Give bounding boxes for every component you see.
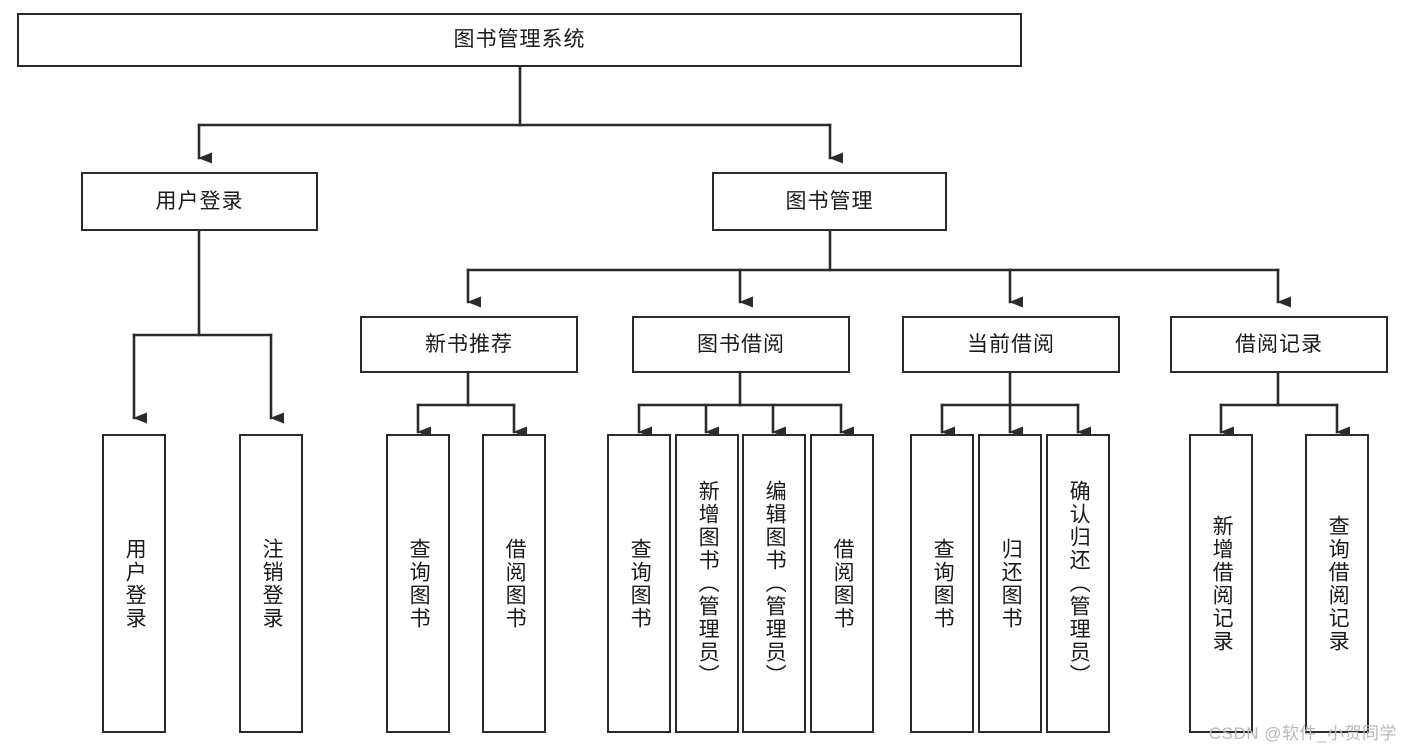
node-leaf-user-login-label: 用户登录 <box>123 537 147 630</box>
node-root-label: 图书管理系统 <box>453 28 586 52</box>
node-current-borrow-label: 当前借阅 <box>967 332 1055 356</box>
node-book-borrow-label: 图书借阅 <box>697 332 785 356</box>
watermark-text: CSDN @软件_小贺同学 <box>1208 724 1397 743</box>
node-leaf-edit-book[interactable]: 编辑图书（管理员） <box>742 434 806 733</box>
node-borrow-record-label: 借阅记录 <box>1235 332 1323 356</box>
node-leaf-add-record-label: 新增借阅记录 <box>1210 514 1234 653</box>
node-leaf-confirm-return-label: 确认归还（管理员） <box>1067 480 1091 687</box>
node-leaf-query-book-3[interactable]: 查询图书 <box>910 434 974 733</box>
node-root[interactable]: 图书管理系统 <box>17 13 1022 67</box>
node-leaf-logout-label: 注销登录 <box>260 537 284 630</box>
node-leaf-query-book-1[interactable]: 查询图书 <box>386 434 450 733</box>
node-leaf-logout[interactable]: 注销登录 <box>239 434 303 733</box>
node-leaf-add-record[interactable]: 新增借阅记录 <box>1189 434 1253 733</box>
node-leaf-borrow-book-2[interactable]: 借阅图书 <box>810 434 874 733</box>
node-book-manage[interactable]: 图书管理 <box>712 172 947 231</box>
node-leaf-return-book-label: 归还图书 <box>999 537 1023 630</box>
node-leaf-add-book[interactable]: 新增图书（管理员） <box>675 434 739 733</box>
node-leaf-confirm-return[interactable]: 确认归还（管理员） <box>1046 434 1110 733</box>
node-leaf-borrow-book-1[interactable]: 借阅图书 <box>482 434 546 733</box>
node-book-borrow[interactable]: 图书借阅 <box>632 316 850 373</box>
node-leaf-query-book-1-label: 查询图书 <box>407 537 431 630</box>
node-leaf-user-login[interactable]: 用户登录 <box>102 434 166 733</box>
node-leaf-return-book[interactable]: 归还图书 <box>978 434 1042 733</box>
node-leaf-borrow-book-1-label: 借阅图书 <box>503 537 527 630</box>
node-leaf-query-book-2[interactable]: 查询图书 <box>607 434 671 733</box>
node-new-book-recommend[interactable]: 新书推荐 <box>360 316 578 373</box>
node-leaf-query-book-2-label: 查询图书 <box>628 537 652 630</box>
node-borrow-record[interactable]: 借阅记录 <box>1170 316 1388 373</box>
node-leaf-borrow-book-2-label: 借阅图书 <box>831 537 855 630</box>
node-leaf-query-book-3-label: 查询图书 <box>931 537 955 630</box>
node-leaf-query-record[interactable]: 查询借阅记录 <box>1305 434 1369 733</box>
node-user-login-label: 用户登录 <box>155 189 244 213</box>
node-new-book-recommend-label: 新书推荐 <box>425 332 513 356</box>
node-leaf-query-record-label: 查询借阅记录 <box>1326 514 1350 653</box>
node-leaf-edit-book-label: 编辑图书（管理员） <box>763 480 787 687</box>
node-user-login[interactable]: 用户登录 <box>81 172 318 231</box>
node-leaf-add-book-label: 新增图书（管理员） <box>696 480 720 687</box>
node-book-manage-label: 图书管理 <box>785 189 874 213</box>
node-current-borrow[interactable]: 当前借阅 <box>902 316 1120 373</box>
